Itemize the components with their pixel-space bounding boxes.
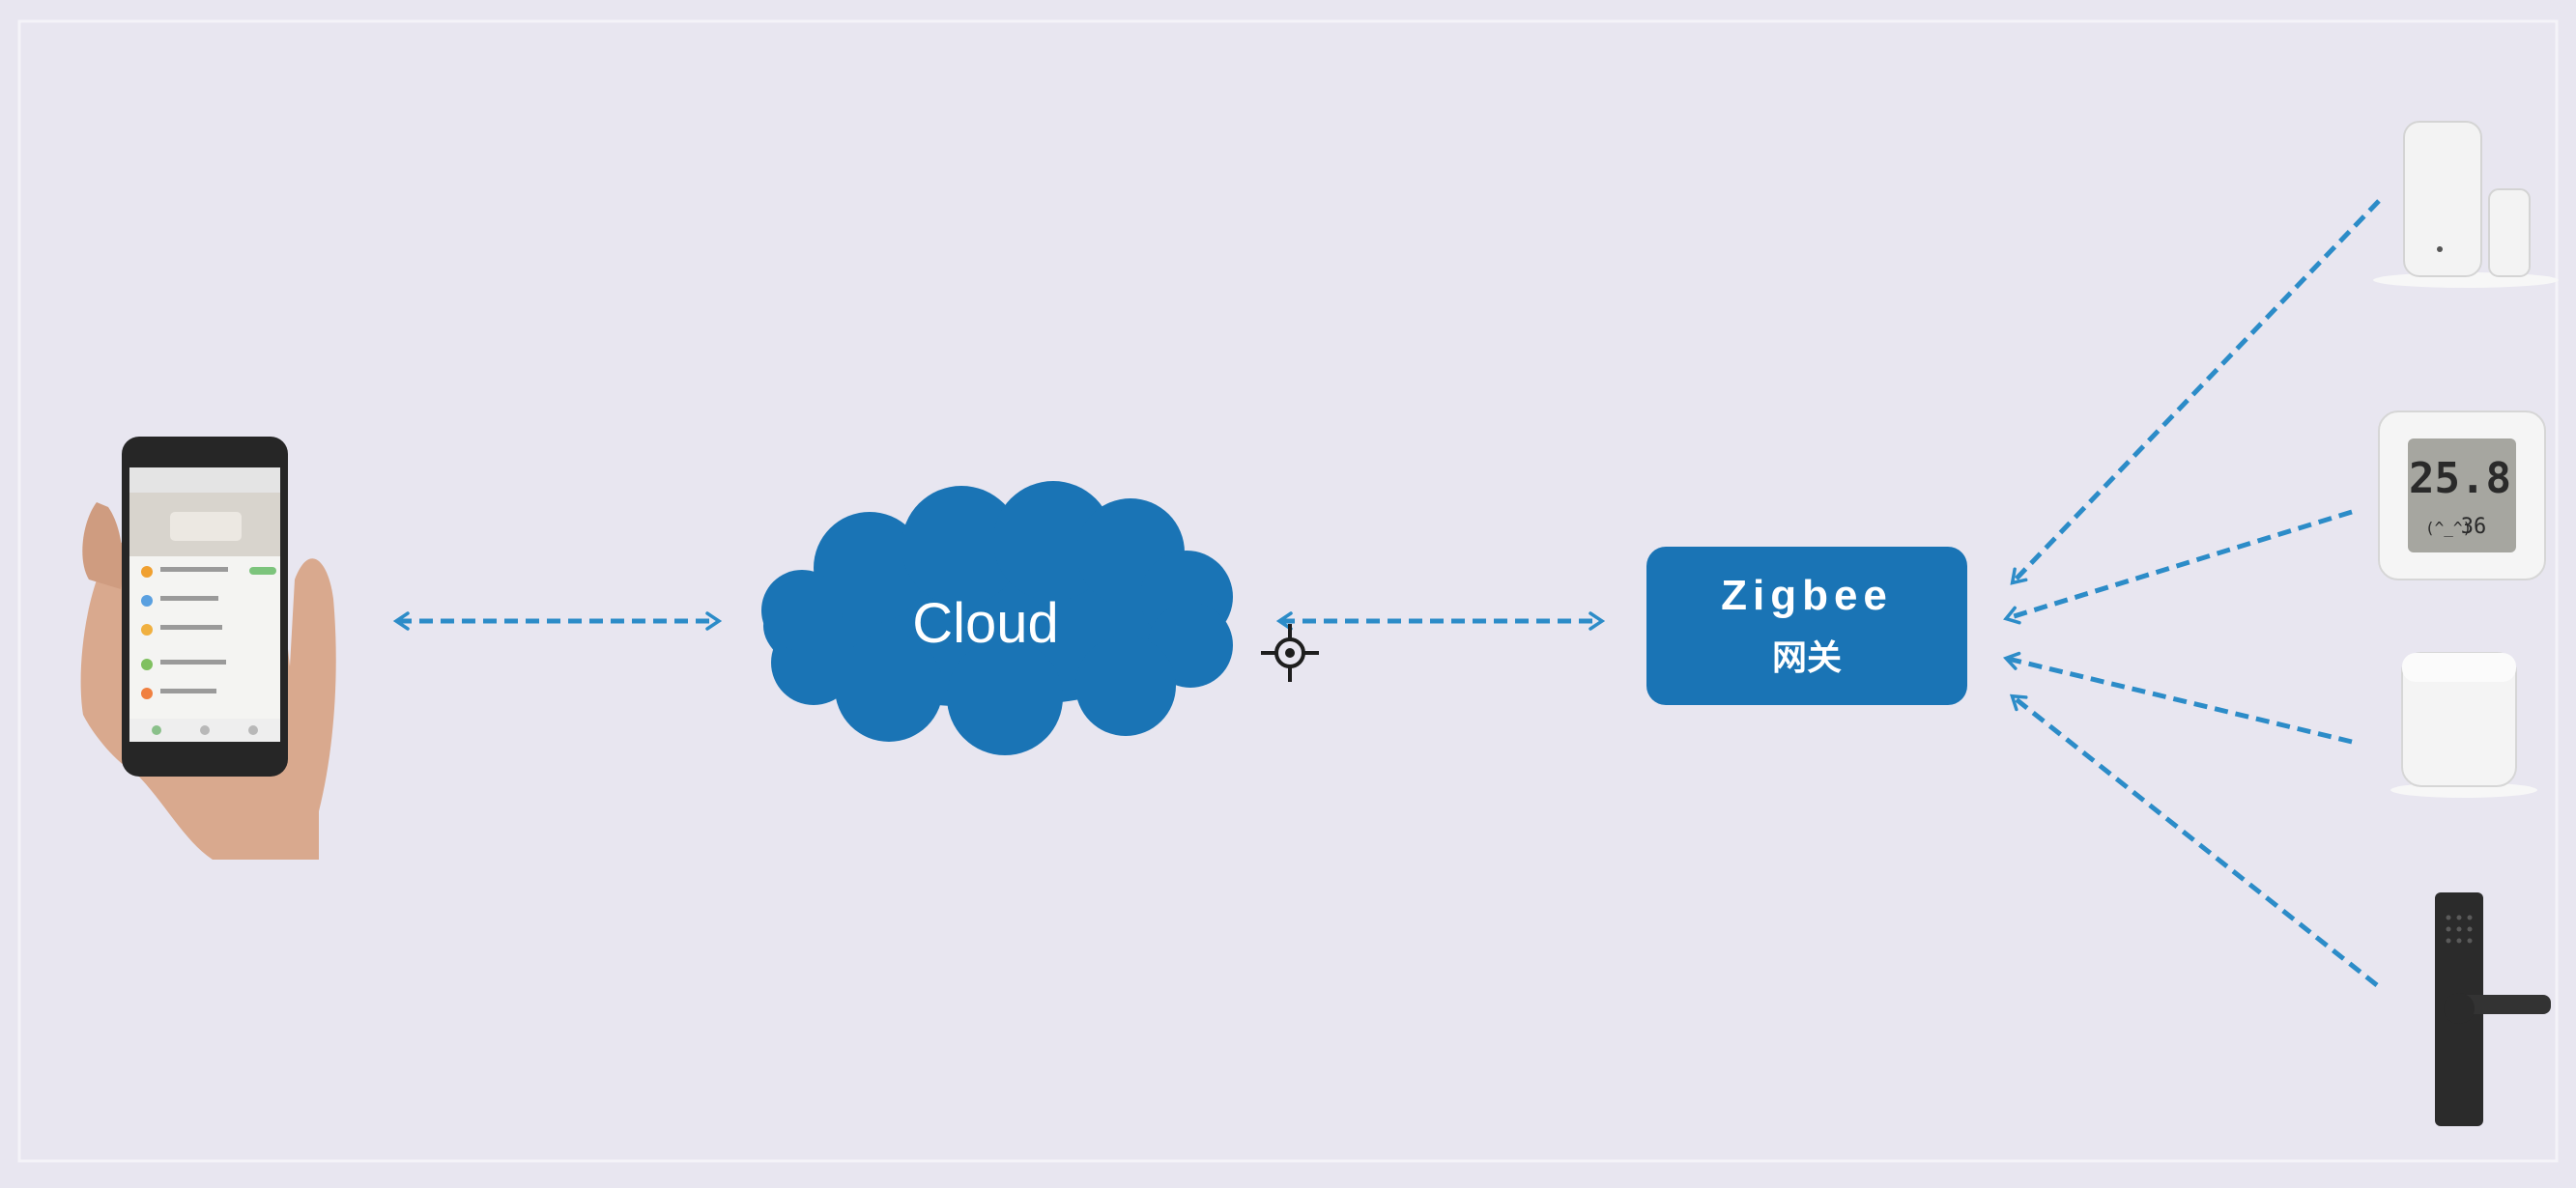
thermometer-humidity: 36 (2461, 515, 2487, 539)
gateway-subtitle: 网关 (1771, 638, 1842, 678)
zigbee-gateway-box: Zigbee 网关 (1646, 547, 1967, 705)
arrow-motion-sensor-gateway (2002, 651, 2353, 745)
temperature-humidity-sensor-icon: 25.8 36 (^_^) (2378, 410, 2546, 580)
cloud-icon (761, 481, 1233, 755)
crosshair-cursor-icon (1261, 624, 1319, 682)
door-window-sensor-icon (2373, 121, 2559, 288)
arrow-door-lock-gateway (2009, 693, 2379, 987)
arrow-thermometer-gateway (2003, 509, 2353, 625)
smartphone-in-hand-icon (80, 437, 336, 860)
motion-sensor-icon (2390, 652, 2537, 798)
thermometer-temperature: 25.8 (2409, 454, 2511, 503)
connection-arrows (392, 199, 2381, 987)
arrow-door-sensor-gateway (2010, 199, 2381, 585)
gateway-title: Zigbee (1721, 572, 1893, 619)
frame-border (17, 19, 2559, 1163)
svg-text:(^_^): (^_^) (2425, 519, 2472, 537)
smart-door-lock-icon (2435, 892, 2551, 1126)
